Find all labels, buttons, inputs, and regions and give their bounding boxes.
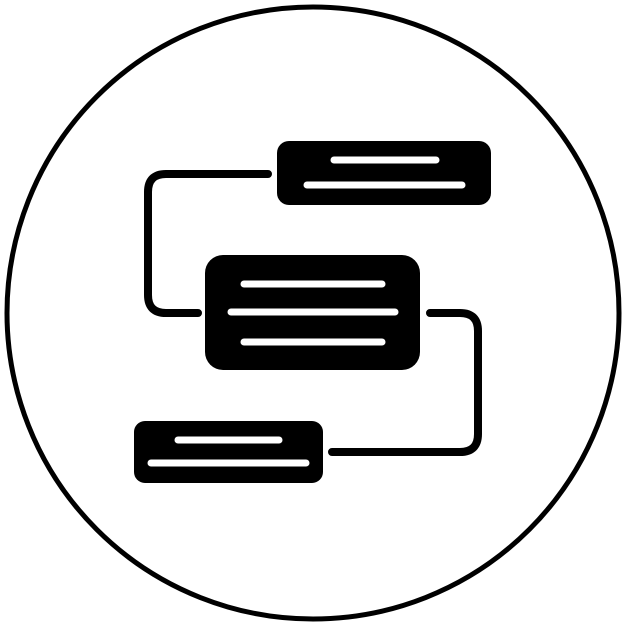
- bottom-node: [134, 421, 323, 483]
- top-node-box: [277, 141, 491, 205]
- bottom-node-box: [134, 421, 323, 483]
- top-node: [277, 141, 491, 205]
- middle-node: [205, 255, 420, 370]
- connector-middle-to-bottom: [328, 309, 482, 456]
- connector-top-to-middle: [144, 170, 272, 317]
- circle-border: [4, 4, 622, 622]
